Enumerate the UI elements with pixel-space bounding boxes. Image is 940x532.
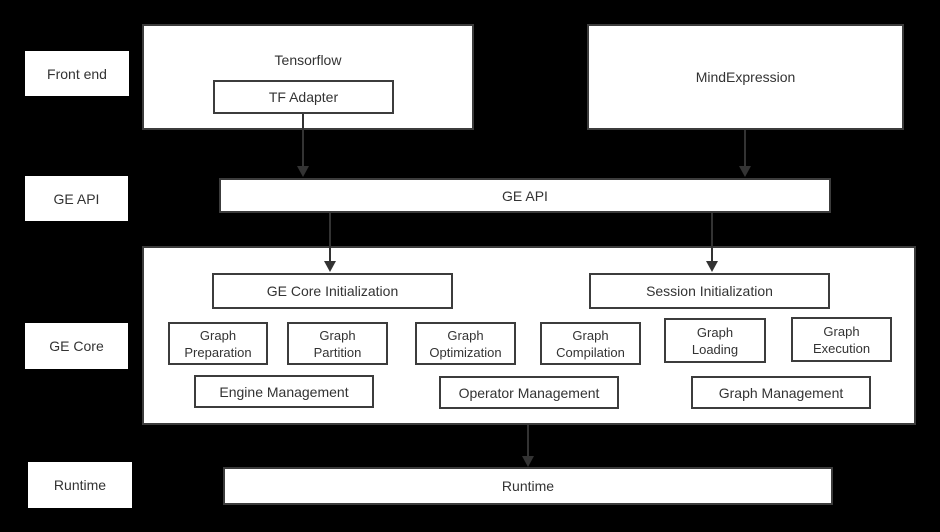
tf-adapter-label: TF Adapter — [268, 89, 339, 105]
session-initialization-label: Session Initialization — [646, 283, 773, 299]
ge-api-bar-label: GE API — [502, 187, 548, 204]
arrow-down-icon — [297, 166, 309, 177]
operator-management-label: Operator Management — [458, 384, 600, 401]
tf-adapter-box: TF Adapter — [213, 80, 394, 114]
engine-management-box: Engine Management — [194, 375, 374, 408]
graph-execution-box: Graph Execution — [791, 317, 892, 362]
graph-optimization-box: Graph Optimization — [415, 322, 516, 365]
arrow-ge-core-to-runtime — [522, 425, 534, 467]
arrow-tf-adapter-to-ge-api — [297, 114, 309, 177]
operator-management-box: Operator Management — [439, 376, 619, 409]
side-label-runtime: Runtime — [28, 462, 132, 508]
graph-management-box: Graph Management — [691, 376, 871, 409]
side-label-ge-core: GE Core — [25, 323, 128, 369]
arrow-down-icon — [324, 261, 336, 272]
ge-core-box: GE Core Initialization Session Initializ… — [142, 246, 916, 425]
graph-compilation-label: Graph Compilation — [556, 327, 625, 360]
ge-api-bar: GE API — [219, 178, 831, 213]
arrow-mindexpression-to-ge-api — [739, 130, 751, 177]
runtime-bar: Runtime — [223, 467, 833, 505]
mindexpression-box: MindExpression — [587, 24, 904, 130]
arrow-shaft — [744, 130, 746, 167]
graph-loading-label: Graph Loading — [691, 324, 739, 357]
engine-management-label: Engine Management — [219, 383, 349, 400]
arrow-shaft — [527, 425, 529, 457]
mindexpression-label: MindExpression — [695, 69, 796, 85]
arrow-down-icon — [739, 166, 751, 177]
graph-preparation-label: Graph Preparation — [184, 327, 252, 360]
graph-optimization-label: Graph Optimization — [429, 327, 502, 360]
ge-core-initialization-box: GE Core Initialization — [212, 273, 453, 309]
arrow-ge-api-to-ge-core-initialization — [324, 213, 336, 272]
graph-execution-label: Graph Execution — [812, 323, 871, 356]
graph-management-label: Graph Management — [718, 384, 844, 401]
arrow-ge-api-to-session-initialization — [706, 213, 718, 272]
ge-core-initialization-label: GE Core Initialization — [266, 283, 399, 299]
arrow-shaft — [302, 114, 304, 167]
side-label-ge-api: GE API — [25, 176, 128, 221]
runtime-bar-label: Runtime — [501, 478, 555, 494]
tensorflow-box: Tensorflow TF Adapter — [142, 24, 474, 130]
side-label-front-end: Front end — [25, 51, 129, 96]
arrow-shaft — [329, 213, 331, 262]
arrow-shaft — [711, 213, 713, 262]
graph-partition-label: Graph Partition — [313, 327, 362, 360]
session-initialization-box: Session Initialization — [589, 273, 830, 309]
graph-preparation-box: Graph Preparation — [168, 322, 268, 365]
graph-loading-box: Graph Loading — [664, 318, 766, 363]
arrow-down-icon — [522, 456, 534, 467]
tensorflow-label: Tensorflow — [274, 52, 342, 68]
graph-compilation-box: Graph Compilation — [540, 322, 641, 365]
graph-partition-box: Graph Partition — [287, 322, 388, 365]
arrow-down-icon — [706, 261, 718, 272]
